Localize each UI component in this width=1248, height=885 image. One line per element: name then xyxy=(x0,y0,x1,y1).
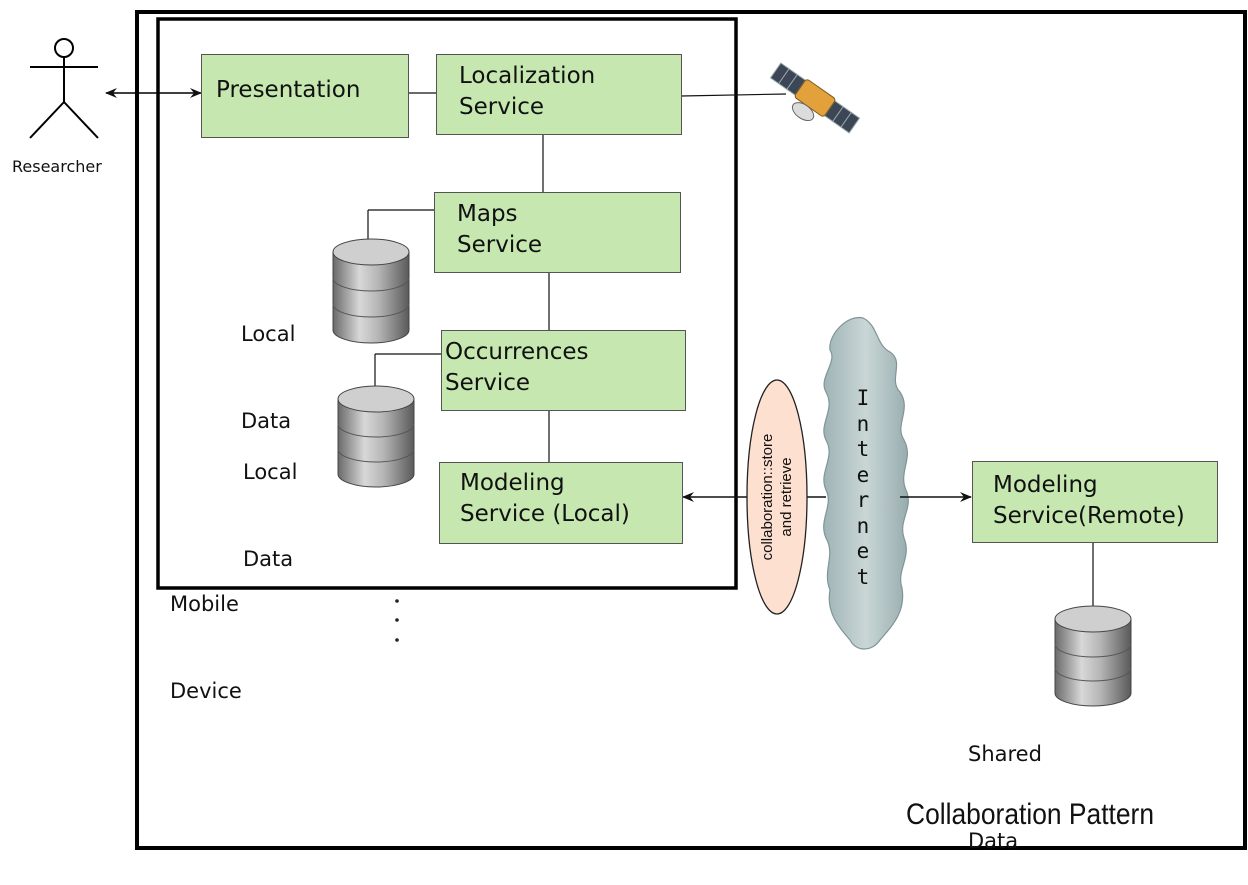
component-links xyxy=(367,92,1094,606)
connector-label: collaboration::store and retrieve xyxy=(758,387,796,607)
presentation-box: Presentation xyxy=(201,54,409,138)
database-icon xyxy=(1054,605,1132,707)
researcher-label: Researcher xyxy=(12,157,102,176)
mobile-device-label: Mobile Device xyxy=(170,532,242,735)
local-data-2-line2: Data xyxy=(243,547,294,571)
database-icon xyxy=(337,385,415,488)
connector-label-line2: and retrieve xyxy=(778,457,795,537)
satellite-icon xyxy=(769,62,861,134)
local-data-1-line1: Local xyxy=(241,322,296,346)
maps-label-line1: Maps xyxy=(457,201,518,227)
localization-label-line1: Localization xyxy=(459,63,596,89)
diagram-canvas xyxy=(29,10,1247,850)
local-data-2-line1: Local xyxy=(243,460,298,484)
modeling-remote-label-line1: Modeling xyxy=(993,472,1098,498)
maps-label-line2: Service xyxy=(457,232,543,258)
internet-letter: e xyxy=(856,539,870,563)
internet-letter: e xyxy=(856,462,870,487)
more-devices-ellipsis xyxy=(395,599,399,642)
connector-label-line1: collaboration::store xyxy=(759,433,776,561)
shared-data-line1: Shared xyxy=(968,742,1042,766)
local-data-label-1: Local Data xyxy=(241,262,295,465)
localization-label-line2: Service xyxy=(459,94,545,120)
database-icon xyxy=(332,238,410,344)
pattern-title: Collaboration Pattern xyxy=(906,798,1155,831)
internet-letter: r xyxy=(856,488,870,512)
shared-data-label: Shared Data xyxy=(968,682,1042,885)
local-data-1-line2: Data xyxy=(241,409,292,433)
internet-letter: n xyxy=(856,411,870,436)
internet-letter: t xyxy=(856,437,870,461)
mobile-device-frame xyxy=(156,17,738,590)
internet-letter: n xyxy=(856,513,870,538)
modeling-remote-label-line2: Service(Remote) xyxy=(993,503,1185,529)
modeling-local-label-line2: Service (Local) xyxy=(460,501,630,527)
localization-service-box: Localization Service xyxy=(436,54,682,135)
internet-cloud-icon xyxy=(823,316,909,650)
collaboration-connector xyxy=(746,379,808,615)
internet-label: I n t e r n e t xyxy=(852,386,874,590)
internet-letter: I xyxy=(856,386,870,410)
occurrences-label-line1: Occurrences xyxy=(445,339,589,365)
mobile-device-line2: Device xyxy=(170,679,242,703)
presentation-label: Presentation xyxy=(216,77,361,103)
collaboration-frame xyxy=(135,10,1247,850)
mobile-device-line1: Mobile xyxy=(170,592,239,616)
local-data-label-2: Local Data xyxy=(243,400,297,603)
researcher-actor-icon xyxy=(29,38,99,139)
shared-data-line2: Data xyxy=(968,829,1019,853)
modeling-local-box: Modeling Service (Local) xyxy=(439,462,683,544)
maps-service-box: Maps Service xyxy=(434,192,681,273)
modeling-remote-box: Modeling Service(Remote) xyxy=(972,461,1218,543)
occurrences-service-box: Occurrences Service xyxy=(441,330,686,411)
internet-letter: t xyxy=(856,564,870,589)
modeling-local-label-line1: Modeling xyxy=(460,470,565,496)
occurrences-label-line2: Service xyxy=(445,370,531,396)
